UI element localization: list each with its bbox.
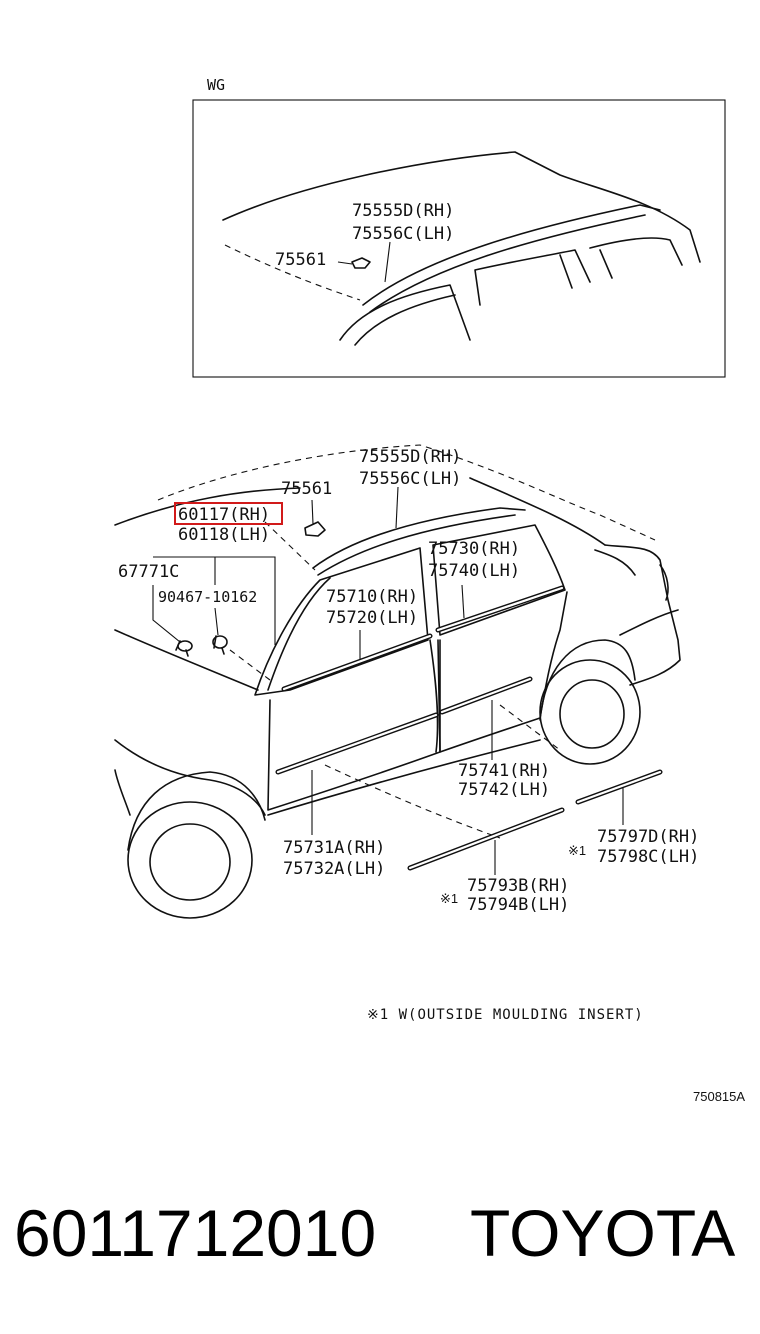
- rear-wheel: [539, 659, 641, 765]
- roof-outline: [157, 444, 656, 541]
- insert-note: ※1 W(OUTSIDE MOULDING INSERT): [367, 1007, 644, 1023]
- label-rear-door-rh: 75741(RH): [458, 761, 550, 781]
- label-rear-belt-rh: 75730(RH): [428, 539, 520, 559]
- rear-wheel-arch: [539, 639, 636, 721]
- label-front-door-rh: 75731A(RH): [283, 838, 385, 858]
- inset-variant-label: WG: [207, 76, 225, 94]
- inset-label-clip: 75561: [275, 250, 326, 270]
- clip-67771c-icon: [175, 640, 193, 657]
- inset-window-front: [339, 284, 471, 341]
- label-rocker-front-rh: 75793B(RH): [467, 876, 569, 896]
- highlight-box: [174, 502, 283, 525]
- inset-roof-outline: [222, 151, 701, 263]
- label-front-belt-rh: 75710(RH): [326, 587, 418, 607]
- label-pillar-rh[interactable]: 60117(RH): [178, 505, 270, 525]
- screw-icon: [212, 635, 228, 655]
- label-clip: 75561: [281, 479, 332, 499]
- label-roof-rh: 75555D(RH): [359, 447, 461, 467]
- label-rocker-front-lh: 75794B(LH): [467, 895, 569, 915]
- inset-frame: [192, 99, 726, 378]
- wagon-inset: WG 75555D(RH) 75556C(LH) 75561: [192, 76, 726, 378]
- insert-mark-front: ※1: [440, 891, 458, 906]
- label-front-door-lh: 75732A(LH): [283, 859, 385, 879]
- front-window: [254, 547, 429, 696]
- label-clip-c: 67771C: [118, 562, 179, 582]
- hood-line: [114, 629, 259, 691]
- rear-door: [439, 591, 568, 753]
- front-wheel: [127, 801, 253, 919]
- diagram-code: 750815A: [693, 1089, 745, 1104]
- inset-label-roof-rh: 75555D(RH): [352, 201, 454, 221]
- label-rocker-rear-lh: 75798C(LH): [597, 847, 699, 867]
- insert-mark-rear: ※1: [568, 843, 586, 858]
- label-front-belt-lh: 75720(LH): [326, 608, 418, 628]
- part-number: 6011712010: [14, 1196, 376, 1270]
- inset-clip-icon: [351, 257, 371, 269]
- label-screw: 90467-10162: [158, 588, 257, 606]
- inset-roof-edge: [224, 244, 361, 301]
- label-roof-lh: 75556C(LH): [359, 469, 461, 489]
- label-rear-door-lh: 75742(LH): [458, 780, 550, 800]
- roof-moulding-line: [312, 507, 526, 569]
- brand-name: TOYOTA: [470, 1196, 735, 1270]
- rear-body-outline: [604, 544, 681, 686]
- tail-lamp: [659, 564, 669, 601]
- sedan-diagram: 75555D(RH) 75556C(LH) 75561 60117(RH) 60…: [114, 444, 699, 919]
- front-wheel-arch: [127, 771, 266, 851]
- inset-label-roof-lh: 75556C(LH): [352, 224, 454, 244]
- roof-clip-icon: [304, 521, 326, 537]
- inset-window-mid: [474, 249, 591, 306]
- label-rear-belt-lh: 75740(LH): [428, 561, 520, 581]
- inset-roof-rail: [362, 204, 661, 306]
- inset-window-rear: [559, 237, 683, 289]
- label-rocker-rear-rh: 75797D(RH): [597, 827, 699, 847]
- label-pillar-lh: 60118(LH): [178, 525, 270, 545]
- rear-window: [432, 524, 566, 636]
